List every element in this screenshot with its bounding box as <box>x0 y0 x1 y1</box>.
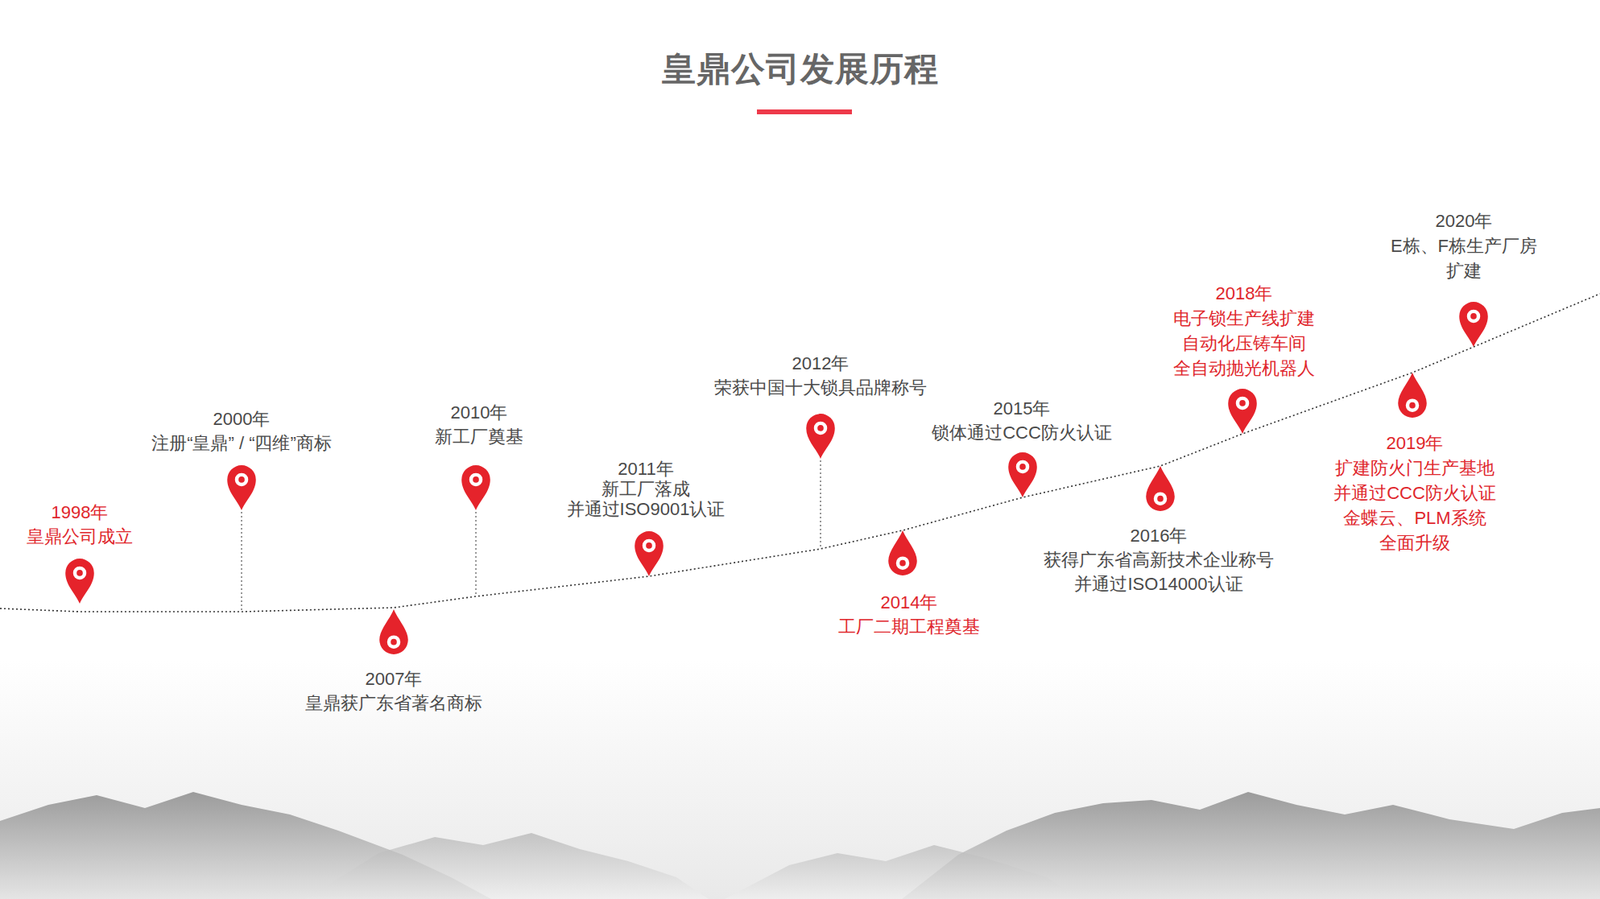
milestone: 2014年工厂二期工程奠基 <box>838 591 980 640</box>
milestone: 2000年注册“皇鼎” / “四维”商标 <box>151 407 332 456</box>
location-pin <box>1227 388 1257 435</box>
leader-line <box>475 512 476 597</box>
title-underline <box>756 109 852 115</box>
year-label: 2015年 <box>931 396 1113 422</box>
location-pin <box>379 609 409 655</box>
location-pin <box>65 558 95 604</box>
year-label: 1998年 <box>26 500 133 526</box>
year-label: 2016年 <box>1041 524 1276 549</box>
milestone: 1998年皇鼎公司成立 <box>26 500 133 550</box>
year-label: 2011年 <box>565 458 728 480</box>
event-text: 电子锁生产线扩建 自动化压铸车间 全自动抛光机器人 <box>1171 305 1317 381</box>
location-pin <box>888 530 918 576</box>
location-pin <box>1459 301 1489 348</box>
location-pin <box>1145 466 1175 512</box>
event-text: 皇鼎获广东省著名商标 <box>305 691 483 716</box>
event-text: 荣获中国十大锁具品牌称号 <box>714 376 927 401</box>
milestone: 2016年获得广东省高新技术企业称号 并通过ISO14000认证 <box>1041 524 1276 597</box>
location-pin <box>1008 452 1038 498</box>
year-label: 2007年 <box>305 667 483 692</box>
location-pin <box>634 531 664 577</box>
event-text: 扩建防火门生产基地 并通过CCC防火认证 金蝶云、PLM系统 全面升级 <box>1331 455 1498 556</box>
mountain <box>901 792 1600 899</box>
milestone: 2010年新工厂奠基 <box>434 401 524 450</box>
milestone: 2020年E栋、F栋生产厂房 扩建 <box>1389 208 1540 284</box>
location-pin <box>461 465 491 511</box>
event-text: 工厂二期工程奠基 <box>838 615 980 640</box>
location-pin <box>227 465 257 511</box>
event-text: 注册“皇鼎” / “四维”商标 <box>151 431 332 456</box>
location-pin <box>806 413 836 459</box>
event-text: 新工厂奠基 <box>434 425 524 450</box>
milestone: 2007年皇鼎获广东省著名商标 <box>305 667 483 716</box>
year-label: 2018年 <box>1171 281 1317 306</box>
milestone: 2012年荣获中国十大锁具品牌称号 <box>714 351 927 401</box>
year-label: 2010年 <box>434 401 524 426</box>
year-label: 2000年 <box>151 407 332 432</box>
year-label: 2019年 <box>1331 430 1498 456</box>
event-text: 皇鼎公司成立 <box>26 525 133 550</box>
year-label: 2012年 <box>714 351 927 377</box>
milestone: 2011年新工厂落成 并通过ISO9001认证 <box>565 458 728 520</box>
year-label: 2014年 <box>838 591 980 616</box>
leader-line <box>819 460 821 550</box>
mountain <box>0 792 492 899</box>
location-pin <box>1397 372 1427 418</box>
event-text: 锁体通过CCC防火认证 <box>931 421 1113 446</box>
timeline-curve <box>0 293 1600 612</box>
event-text: E栋、F栋生产厂房 扩建 <box>1389 233 1540 284</box>
leader-line <box>240 512 242 612</box>
year-label: 2020年 <box>1389 208 1540 234</box>
milestone: 2018年电子锁生产线扩建 自动化压铸车间 全自动抛光机器人 <box>1171 281 1317 381</box>
mist-ground <box>0 660 1600 899</box>
page-title: 皇鼎公司发展历程 <box>0 46 1600 92</box>
event-text: 获得广东省高新技术企业称号 并通过ISO14000认证 <box>1041 548 1276 597</box>
milestone: 2019年扩建防火门生产基地 并通过CCC防火认证 金蝶云、PLM系统 全面升级 <box>1331 430 1498 556</box>
event-text: 新工厂落成 并通过ISO9001认证 <box>565 479 728 520</box>
milestone: 2015年锁体通过CCC防火认证 <box>931 396 1113 446</box>
